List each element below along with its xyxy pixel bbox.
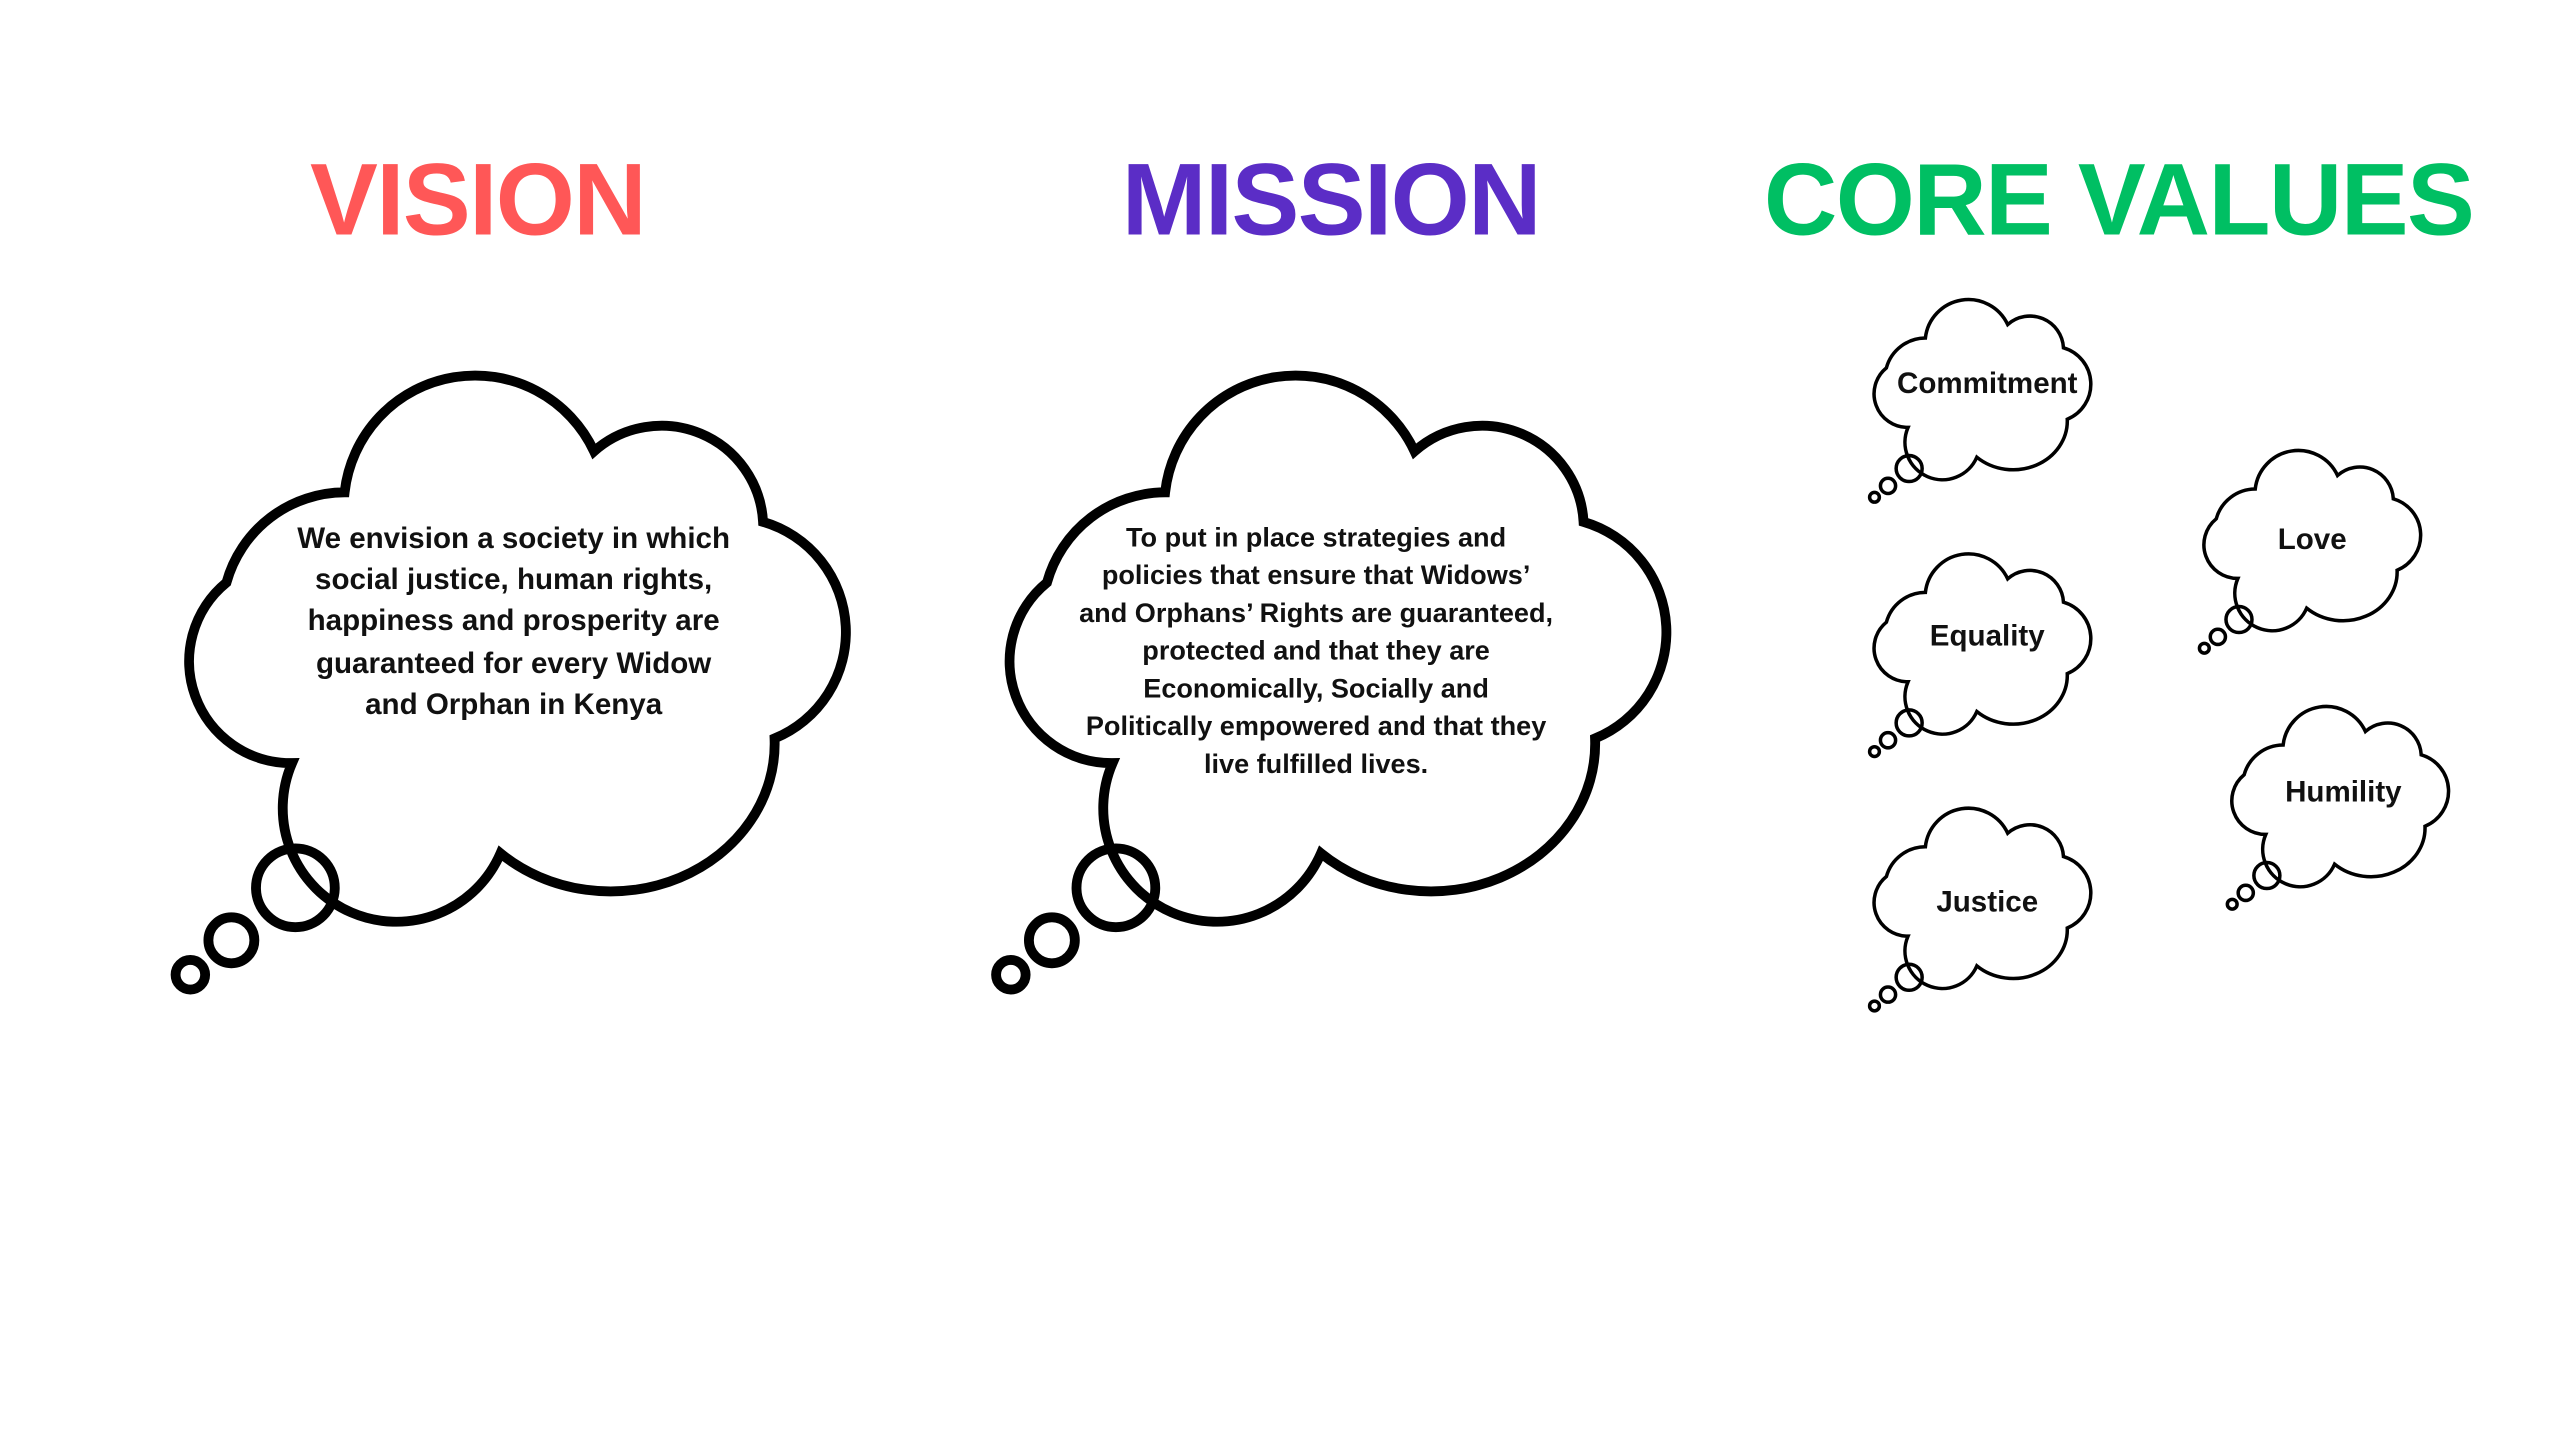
vision-title: VISION: [310, 144, 647, 258]
mission-line: To put in place strategies and: [1125, 523, 1507, 554]
vision-line: happiness and prosperity are: [307, 604, 720, 638]
core-values-title: CORE VALUES: [1763, 144, 2475, 258]
mission-line: Politically empowered and that they: [1085, 712, 1547, 742]
vision-line: guaranteed for every Widow: [315, 645, 712, 679]
vision-line: We envision a society in which: [297, 521, 731, 555]
core-value-commitment: Commitment: [1896, 366, 2078, 400]
equality-cloud-icon: [1869, 553, 2092, 757]
vision-statement: We envision a society in which social ju…: [297, 519, 730, 726]
mission-statement: To put in place strategies and policies …: [1079, 520, 1553, 784]
vision-line: and Orphan in Kenya: [365, 687, 663, 721]
mission-line: live fulfilled lives.: [1203, 749, 1429, 780]
core-value-equality: Equality: [1929, 619, 2045, 653]
mission-line: and Orphans’ Rights are guaranteed,: [1079, 598, 1554, 629]
core-value-justice: Justice: [1936, 885, 2039, 919]
mission-line: Economically, Socially and: [1143, 674, 1489, 704]
core-value-humility: Humility: [2285, 775, 2402, 809]
vision-line: social justice, human rights,: [315, 563, 713, 597]
mission-line: policies that ensure that Widows’: [1101, 561, 1531, 591]
core-value-love: Love: [2277, 522, 2347, 556]
mission-title: MISSION: [1121, 144, 1542, 258]
mission-line: protected and that they are: [1142, 636, 1490, 667]
